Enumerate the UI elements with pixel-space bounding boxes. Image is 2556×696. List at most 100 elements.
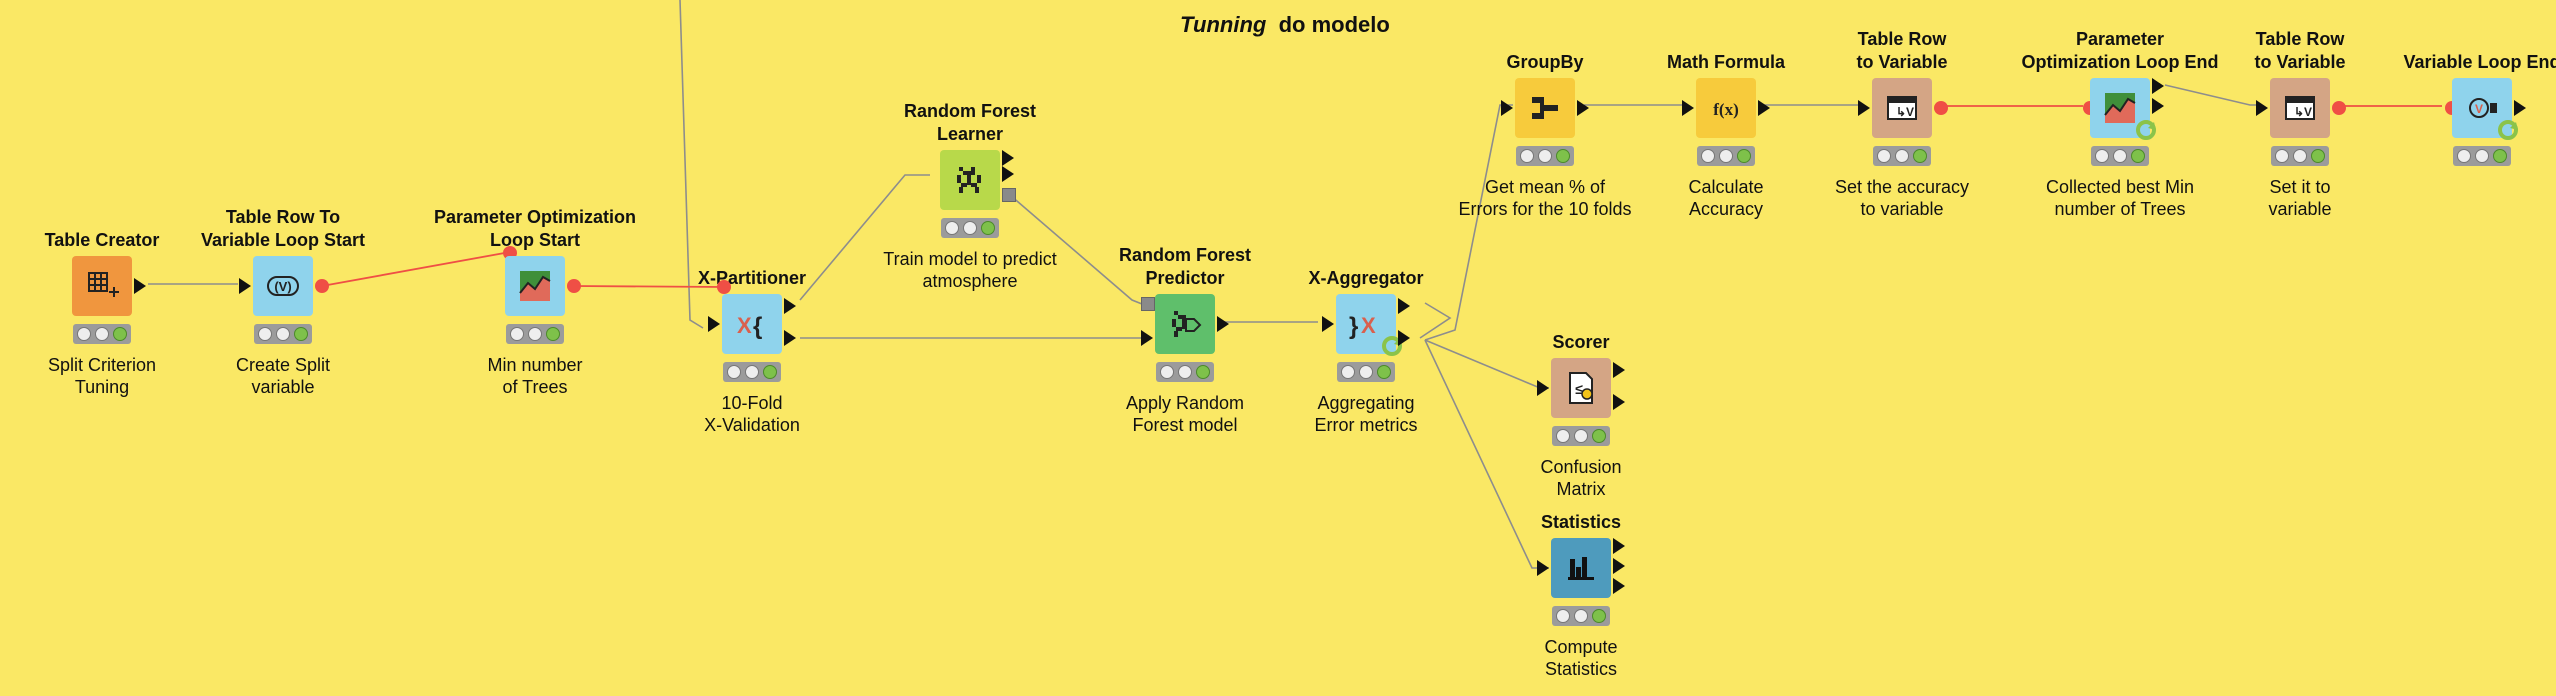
output-port[interactable] (1613, 558, 1625, 574)
flow-variable-port[interactable] (315, 279, 329, 293)
node-random-forest-predictor[interactable]: Random Forest Predictor Apply Random For… (1119, 245, 1251, 435)
input-port[interactable] (1858, 100, 1870, 116)
input-port[interactable] (1682, 100, 1694, 116)
status-traffic-light (2453, 146, 2511, 166)
table-row-to-variable-icon: ↳V (1872, 78, 1932, 138)
node-table-creator[interactable]: Table Creator Split Criterion Tuning (45, 230, 160, 397)
input-port[interactable] (2256, 100, 2268, 116)
output-port[interactable] (1398, 330, 1410, 346)
node-name: Table Creator (44, 230, 160, 250)
node-parameter-optimization-loop-end[interactable]: Parameter Optimization Loop End Collecte… (2022, 29, 2219, 219)
status-traffic-light (1156, 362, 1214, 382)
node-description[interactable]: Split Criterion Tuning (47, 355, 157, 397)
output-port[interactable] (1002, 150, 1014, 166)
input-port[interactable] (1537, 380, 1549, 396)
svg-text:↳V: ↳V (1896, 105, 1914, 119)
connection-wire (1424, 104, 1513, 341)
output-port[interactable] (1613, 394, 1625, 410)
math-formula-icon: f(x) (1696, 78, 1756, 138)
flow-variable-port[interactable] (567, 279, 581, 293)
table-creator-icon (72, 256, 132, 316)
node-description[interactable]: Aggregating Error metrics (1314, 393, 1418, 435)
model-output-port[interactable] (1002, 188, 1016, 202)
svg-text:V: V (2475, 102, 2483, 116)
output-port[interactable] (1758, 100, 1770, 116)
status-traffic-light (73, 324, 131, 344)
input-port[interactable] (1322, 316, 1334, 332)
svg-text:≤: ≤ (1575, 381, 1583, 397)
node-description[interactable]: Confusion Matrix (1540, 457, 1622, 499)
scorer-icon: ≤ (1551, 358, 1611, 418)
node-name: Variable Loop End (2403, 52, 2556, 72)
svg-text:{: { (753, 313, 762, 340)
status-traffic-light (1873, 146, 1931, 166)
status-traffic-light (2091, 146, 2149, 166)
input-port[interactable] (1141, 330, 1153, 346)
svg-text:f(x): f(x) (1713, 100, 1738, 119)
output-port[interactable] (2152, 78, 2164, 94)
output-port-test[interactable] (784, 330, 796, 346)
node-description[interactable]: Min number of Trees (487, 355, 583, 397)
node-name: Parameter Optimization Loop Start (433, 207, 637, 250)
node-math-formula[interactable]: Math Formula f(x) Calculate Accuracy (1667, 52, 1785, 219)
output-port[interactable] (1217, 316, 1229, 332)
status-traffic-light (2271, 146, 2329, 166)
status-traffic-light (941, 218, 999, 238)
node-name: Parameter Optimization Loop End (2021, 29, 2219, 72)
output-port[interactable] (1398, 298, 1410, 314)
output-port[interactable] (1613, 362, 1625, 378)
connection-wire (2164, 84, 2262, 106)
param-opt-start-icon (505, 256, 565, 316)
input-port[interactable] (708, 316, 720, 332)
node-table-row-to-variable[interactable]: Table Row to Variable ↳V Set it to varia… (2254, 29, 2346, 219)
flow-variable-port[interactable] (1934, 101, 1948, 115)
flow-variable-port[interactable] (2332, 101, 2346, 115)
input-port[interactable] (239, 278, 251, 294)
connection-wire (1009, 194, 1143, 305)
node-name: Statistics (1540, 512, 1622, 532)
node-random-forest-learner[interactable]: Random Forest Learner Train model to pre… (883, 101, 1056, 291)
svg-text:(V): (V) (274, 279, 291, 294)
connection-wire (1419, 302, 1452, 339)
status-traffic-light (1552, 426, 1610, 446)
node-description[interactable]: 10-Fold X-Validation (704, 393, 800, 435)
connection-wire (799, 174, 930, 301)
node-variable-loop-end[interactable]: Variable Loop End V (2403, 52, 2556, 166)
node-description[interactable]: Compute Statistics (1544, 637, 1618, 679)
workflow-title-rest: do modelo (1278, 12, 1390, 37)
node-description[interactable]: Set the accuracy to variable (1834, 177, 1970, 219)
node-parameter-optimization-loop-start[interactable]: Parameter Optimization Loop Start Min nu… (434, 207, 636, 397)
connection-wire (679, 0, 704, 329)
input-port[interactable] (1501, 100, 1513, 116)
node-description[interactable]: Set it to variable (2268, 177, 2332, 219)
status-traffic-light (1552, 606, 1610, 626)
node-table-row-to-variable[interactable]: Table Row to Variable ↳V Set the accurac… (1835, 29, 1969, 219)
node-table-row-to-variable-loop-start[interactable]: Table Row To Variable Loop Start (V) Cre… (201, 207, 365, 397)
output-port[interactable] (2152, 98, 2164, 114)
node-scorer[interactable]: Scorer ≤ Confusion Matrix (1537, 332, 1625, 499)
node-groupby[interactable]: GroupBy Get mean % of Errors for the 10 … (1458, 52, 1631, 219)
output-port[interactable] (1613, 578, 1625, 594)
output-port-train[interactable] (784, 298, 796, 314)
node-description[interactable]: Create Split variable (235, 355, 331, 397)
status-traffic-light (506, 324, 564, 344)
node-statistics[interactable]: Statistics Compute Statistics (1537, 512, 1625, 679)
input-port[interactable] (1537, 560, 1549, 576)
node-description[interactable]: Calculate Accuracy (1688, 177, 1764, 219)
model-input-port[interactable] (1141, 297, 1155, 311)
node-description[interactable]: Get mean % of Errors for the 10 folds (1458, 177, 1632, 219)
output-port[interactable] (2514, 100, 2526, 116)
node-description[interactable]: Collected best Min number of Trees (2045, 177, 2195, 219)
node-name: Scorer (1552, 332, 1610, 352)
status-traffic-light (1337, 362, 1395, 382)
output-port[interactable] (1613, 538, 1625, 554)
output-port[interactable] (1002, 166, 1014, 182)
output-port[interactable] (1577, 100, 1589, 116)
node-description[interactable]: Apply Random Forest model (1125, 393, 1245, 435)
flow-variable-port[interactable] (717, 280, 731, 294)
node-description[interactable]: Train model to predict atmosphere (883, 249, 1057, 291)
output-port[interactable] (134, 278, 146, 294)
node-x-partitioner[interactable]: X-Partitioner X{ 10-Fold X-Validation (698, 268, 806, 435)
node-x-aggregator[interactable]: X-Aggregator }X Aggregating Error metric… (1308, 268, 1423, 435)
